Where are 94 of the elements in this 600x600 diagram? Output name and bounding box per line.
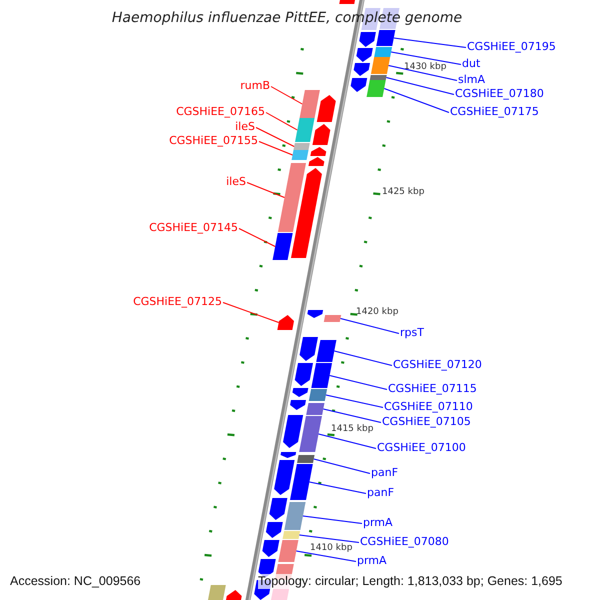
gene-label: prmA <box>363 516 393 529</box>
leader-line <box>393 38 466 48</box>
gene-feature <box>300 90 320 118</box>
map-title: Haemophilus influenzae PittEE, complete genome <box>110 10 464 27</box>
gene-feature <box>324 315 342 322</box>
position-label: 1420 kbp <box>356 307 398 317</box>
leader-line <box>258 141 294 156</box>
gene-feature <box>339 0 356 4</box>
leader-line <box>270 86 303 104</box>
gene-label: CGSHiEE_07195 <box>467 40 556 53</box>
gene-feature <box>359 32 376 47</box>
leader-line <box>313 458 370 474</box>
gene-feature <box>225 590 242 600</box>
gene-label: CGSHiEE_07125 <box>133 295 222 308</box>
leader-line <box>388 65 458 81</box>
gene-feature <box>272 233 293 260</box>
gene-feature <box>311 363 332 388</box>
gene-feature <box>278 540 298 562</box>
gene-label: CGSHiEE_07175 <box>450 105 539 118</box>
gene-label: CGSHiEE_07145 <box>149 221 238 234</box>
leader-line <box>340 318 400 334</box>
leader-line <box>266 112 298 130</box>
info-text: Accession: NC_009566 <box>10 574 141 589</box>
gene-feature <box>290 400 306 410</box>
gene-feature <box>316 340 336 362</box>
gene-feature <box>370 57 390 74</box>
gene-label: slmA <box>458 73 486 86</box>
leader-line <box>384 88 450 113</box>
gene-feature <box>266 522 283 538</box>
gene-label: ileS <box>226 175 246 188</box>
leader-line <box>256 127 295 147</box>
gene-label: CGSHiEE_07100 <box>377 441 466 454</box>
leader-line <box>298 534 360 543</box>
leader-line <box>322 408 382 423</box>
gene-feature <box>208 585 226 600</box>
gene-label: rumB <box>240 79 270 92</box>
gene-feature <box>370 75 387 80</box>
leader-line <box>308 482 366 494</box>
gene-feature <box>295 118 315 142</box>
gene-feature <box>292 150 308 160</box>
position-label: 1430 kbp <box>404 62 446 72</box>
gene-feature <box>283 415 304 448</box>
leader-line <box>334 350 392 366</box>
gene-feature <box>278 163 306 232</box>
gene-label: CGSHiEE_07165 <box>176 105 265 118</box>
position-label: 1425 kbp <box>382 187 424 197</box>
gene-label: panF <box>367 486 394 499</box>
gene-label: CGSHiEE_07120 <box>393 358 482 371</box>
leader-line <box>238 228 276 247</box>
gene-label: ileS <box>235 120 255 133</box>
gene-feature <box>374 47 392 57</box>
info-text: Topology: circular; Length: 1,813,033 bp; Genes: 1,695 <box>258 574 562 589</box>
gene-feature <box>284 502 306 530</box>
gene-label: CGSHiEE_07115 <box>388 382 477 395</box>
gene-feature <box>356 48 373 62</box>
position-label: 1415 kbp <box>331 424 374 434</box>
leader-line <box>325 394 384 408</box>
gene-feature <box>350 78 368 92</box>
gene-label: rpsT <box>400 326 424 339</box>
gene-label: CGSHiEE_07110 <box>384 400 473 413</box>
leader-line <box>222 302 280 323</box>
leader-line <box>318 434 376 449</box>
gene-feature <box>269 498 288 520</box>
gene-label: CGSHiEE_07105 <box>382 415 471 428</box>
gene-feature <box>262 540 280 557</box>
leader-line <box>246 182 285 198</box>
position-label: 1410 kbp <box>310 543 352 553</box>
gene-label: CGSHiEE_07155 <box>169 134 258 147</box>
gene-feature <box>280 452 296 458</box>
leader-line <box>296 550 356 562</box>
gene-feature <box>277 315 294 330</box>
gene-feature <box>292 388 308 397</box>
gene-feature <box>300 337 318 361</box>
leader-line <box>329 375 388 390</box>
gene-feature <box>308 157 324 166</box>
leader-line <box>302 516 362 524</box>
gene-feature <box>366 80 386 97</box>
gene-feature <box>376 30 396 46</box>
gene-label: CGSHiEE_07080 <box>360 535 449 548</box>
gene-feature <box>307 310 324 318</box>
gene-feature <box>294 363 314 386</box>
gene-feature <box>290 464 313 500</box>
gene-label: prmA <box>357 554 387 567</box>
gene-label: panF <box>371 466 398 479</box>
leader-line <box>390 52 462 65</box>
gene-feature <box>290 168 322 258</box>
gene-feature <box>310 147 326 156</box>
gene-label: dut <box>462 57 480 70</box>
leader-line <box>386 77 454 95</box>
gene-feature <box>312 124 330 145</box>
gene-label: CGSHiEE_07180 <box>455 87 544 100</box>
gene-feature <box>274 460 295 495</box>
gene-feature <box>354 63 370 76</box>
gene-feature <box>316 95 336 122</box>
